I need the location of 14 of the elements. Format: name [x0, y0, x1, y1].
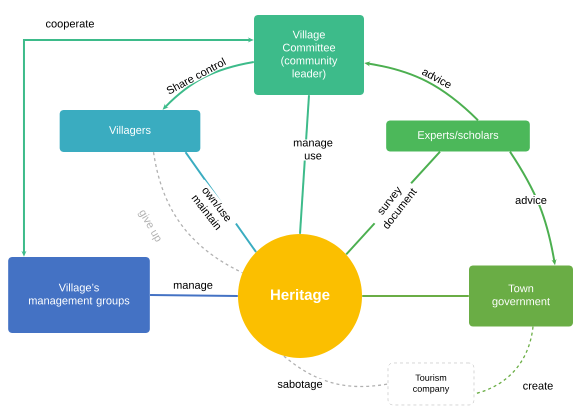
- edge-label: advice: [420, 66, 454, 90]
- edge-label: sabotage: [276, 378, 324, 392]
- edge-label: cooperate: [44, 19, 96, 31]
- process-box: Experts/scholars: [386, 120, 530, 152]
- edge-label: manage: [172, 282, 214, 292]
- edge-label: advice: [514, 194, 548, 206]
- process-box: Villagers: [60, 110, 200, 152]
- edge-label: create: [522, 381, 554, 391]
- dashed-box: Tourism company: [388, 362, 474, 406]
- edge-label: manage use: [287, 139, 339, 160]
- process-box: Village Committee (community leader): [254, 15, 364, 95]
- edge-label: give up: [135, 206, 165, 246]
- process-box: Village’s management groups: [8, 256, 150, 333]
- process-box: Town government: [469, 266, 573, 326]
